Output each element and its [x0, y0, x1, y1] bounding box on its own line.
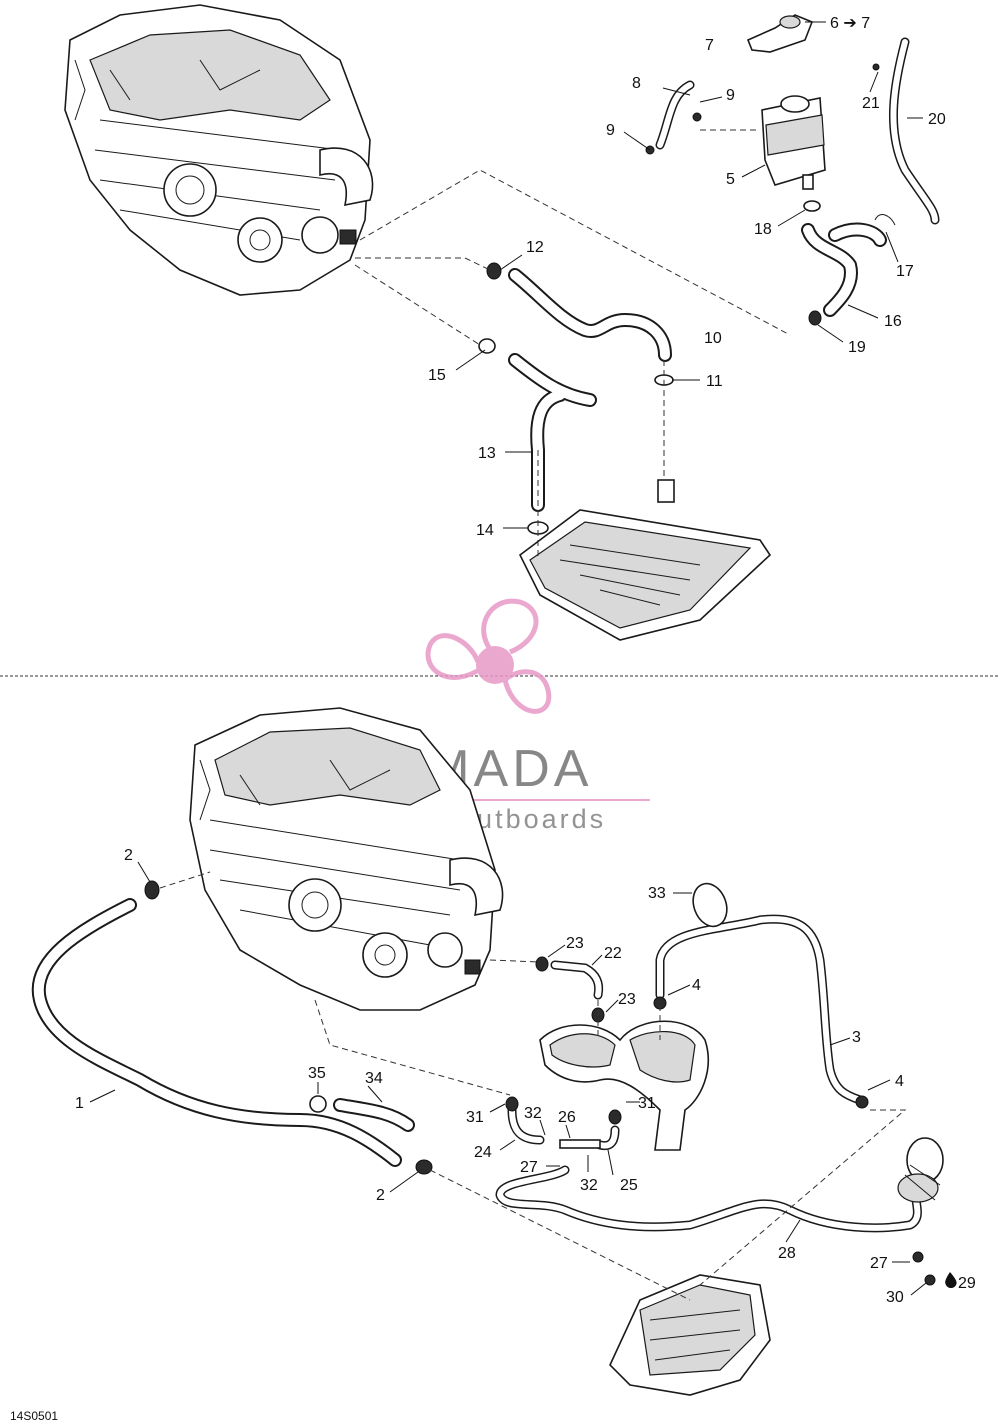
callout-5: 5: [726, 171, 735, 188]
callout-34: 34: [365, 1070, 383, 1087]
hose-22: [550, 960, 604, 1000]
callout-9a: 9: [726, 87, 735, 104]
hose-34: [333, 1098, 415, 1132]
callout-18: 18: [754, 221, 772, 238]
reservoir-cap: [746, 14, 814, 53]
engine-bottom-illustration: [189, 707, 504, 1011]
callout-27a: 27: [520, 1159, 538, 1176]
drop-icon: [945, 1272, 957, 1288]
callout-15: 15: [428, 367, 446, 384]
callout-20: 20: [928, 111, 946, 128]
callout-7: 7: [705, 37, 714, 54]
callout-31b: 31: [638, 1095, 656, 1112]
water-strainer: [897, 1137, 944, 1203]
callout-labels-top: 6 ➔ 7 7 8 9 9 5 21 20 18 17 12 16 10 19 …: [428, 15, 946, 539]
callout-26: 26: [558, 1109, 576, 1126]
callout-2a: 2: [124, 847, 133, 864]
callout-16: 16: [884, 313, 902, 330]
callout-24: 24: [474, 1144, 492, 1161]
callout-1: 1: [75, 1095, 84, 1112]
hose-clamps-bottom: [144, 880, 936, 1286]
upper-coolant-hose: [508, 268, 672, 362]
hose-24-25: [507, 1105, 620, 1151]
callout-22: 22: [604, 945, 622, 962]
callout-10: 10: [704, 330, 722, 347]
callout-labels-bottom: 2 33 23 22 4 23 3 35 34 4 1 31 32 26 31 …: [75, 847, 976, 1306]
callout-12: 12: [526, 239, 544, 256]
connection-lines-bottom: [159, 871, 907, 1301]
callout-19: 19: [848, 339, 866, 356]
reservoir-outlet-hose: [801, 222, 887, 317]
propeller-hub-icon: [476, 646, 514, 684]
callout-13: 13: [478, 445, 496, 462]
callout-29: 29: [958, 1275, 976, 1292]
callout-leaders-top: [455, 21, 923, 529]
exhaust-manifold: [539, 1020, 709, 1151]
connection-lines-top: [354, 129, 791, 560]
engine-top-illustration: [64, 4, 374, 296]
callout-30: 30: [886, 1289, 904, 1306]
callout-8: 8: [632, 75, 641, 92]
callout-31a: 31: [466, 1109, 484, 1126]
callout-4b: 4: [895, 1073, 904, 1090]
callout-28: 28: [778, 1245, 796, 1262]
callout-11: 11: [706, 373, 723, 390]
coolant-reservoir: [761, 95, 826, 190]
callout-32a: 32: [524, 1105, 542, 1122]
propeller-logo-icon: [425, 598, 552, 714]
callout-32b: 32: [580, 1177, 598, 1194]
callout-3: 3: [852, 1029, 861, 1046]
hose-28: [495, 1165, 922, 1233]
callout-35: 35: [308, 1065, 326, 1082]
callout-9b: 9: [606, 122, 615, 139]
hose-3: [655, 914, 865, 1105]
callout-leaders-bottom: [89, 861, 927, 1296]
diagram-code: 14S0501: [10, 1409, 58, 1423]
callout-4a: 4: [692, 977, 701, 994]
gasket-33: [692, 882, 728, 928]
callout-33: 33: [648, 885, 666, 902]
lower-coolant-hose: [508, 353, 597, 512]
callout-21: 21: [862, 95, 880, 112]
overflow-tube: [888, 37, 940, 225]
callout-17: 17: [896, 263, 914, 280]
jet-pump-assembly: [609, 1274, 771, 1396]
callout-14: 14: [476, 522, 494, 539]
callout-25: 25: [620, 1177, 638, 1194]
callout-2b: 2: [376, 1187, 385, 1204]
callout-23b: 23: [618, 991, 636, 1008]
heat-exchanger-plate: [518, 479, 772, 641]
callout-6-to-7: 6 ➔ 7: [830, 15, 870, 32]
vent-hose: [655, 80, 695, 150]
hose-1: [31, 898, 402, 1167]
callout-23a: 23: [566, 935, 584, 952]
callout-27b: 27: [870, 1255, 888, 1272]
